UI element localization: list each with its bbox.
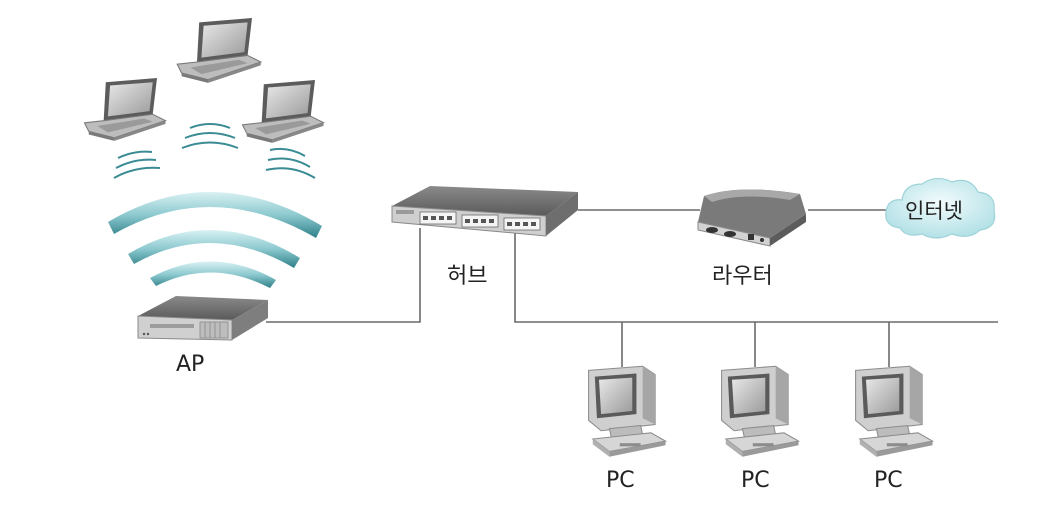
ap-label: AP (176, 352, 205, 377)
laptop-icon (176, 18, 262, 84)
cloud-icon (885, 177, 996, 239)
internet-label: 인터넷 (905, 199, 963, 223)
router-label: 라우터 (712, 264, 773, 289)
wifi-waves-icon (108, 191, 322, 288)
desktop-pc-icon (588, 365, 667, 458)
laptop-icon (83, 78, 167, 142)
link-hub-pc-bus (514, 232, 998, 323)
pc-label: PC (741, 468, 770, 493)
pc-label: PC (874, 468, 903, 493)
access-point-icon (137, 296, 268, 341)
network-links (266, 209, 998, 367)
hub-icon (391, 186, 578, 237)
laptop-icon (241, 80, 325, 144)
desktop-pc-icon (721, 365, 800, 458)
router-icon (697, 189, 806, 247)
pc-label: PC (606, 468, 635, 493)
desktop-pc-icon (855, 365, 934, 458)
wifi-waves-icon (113, 123, 316, 179)
link-ap-hub (266, 228, 421, 323)
hub-label: 허브 (447, 264, 488, 289)
